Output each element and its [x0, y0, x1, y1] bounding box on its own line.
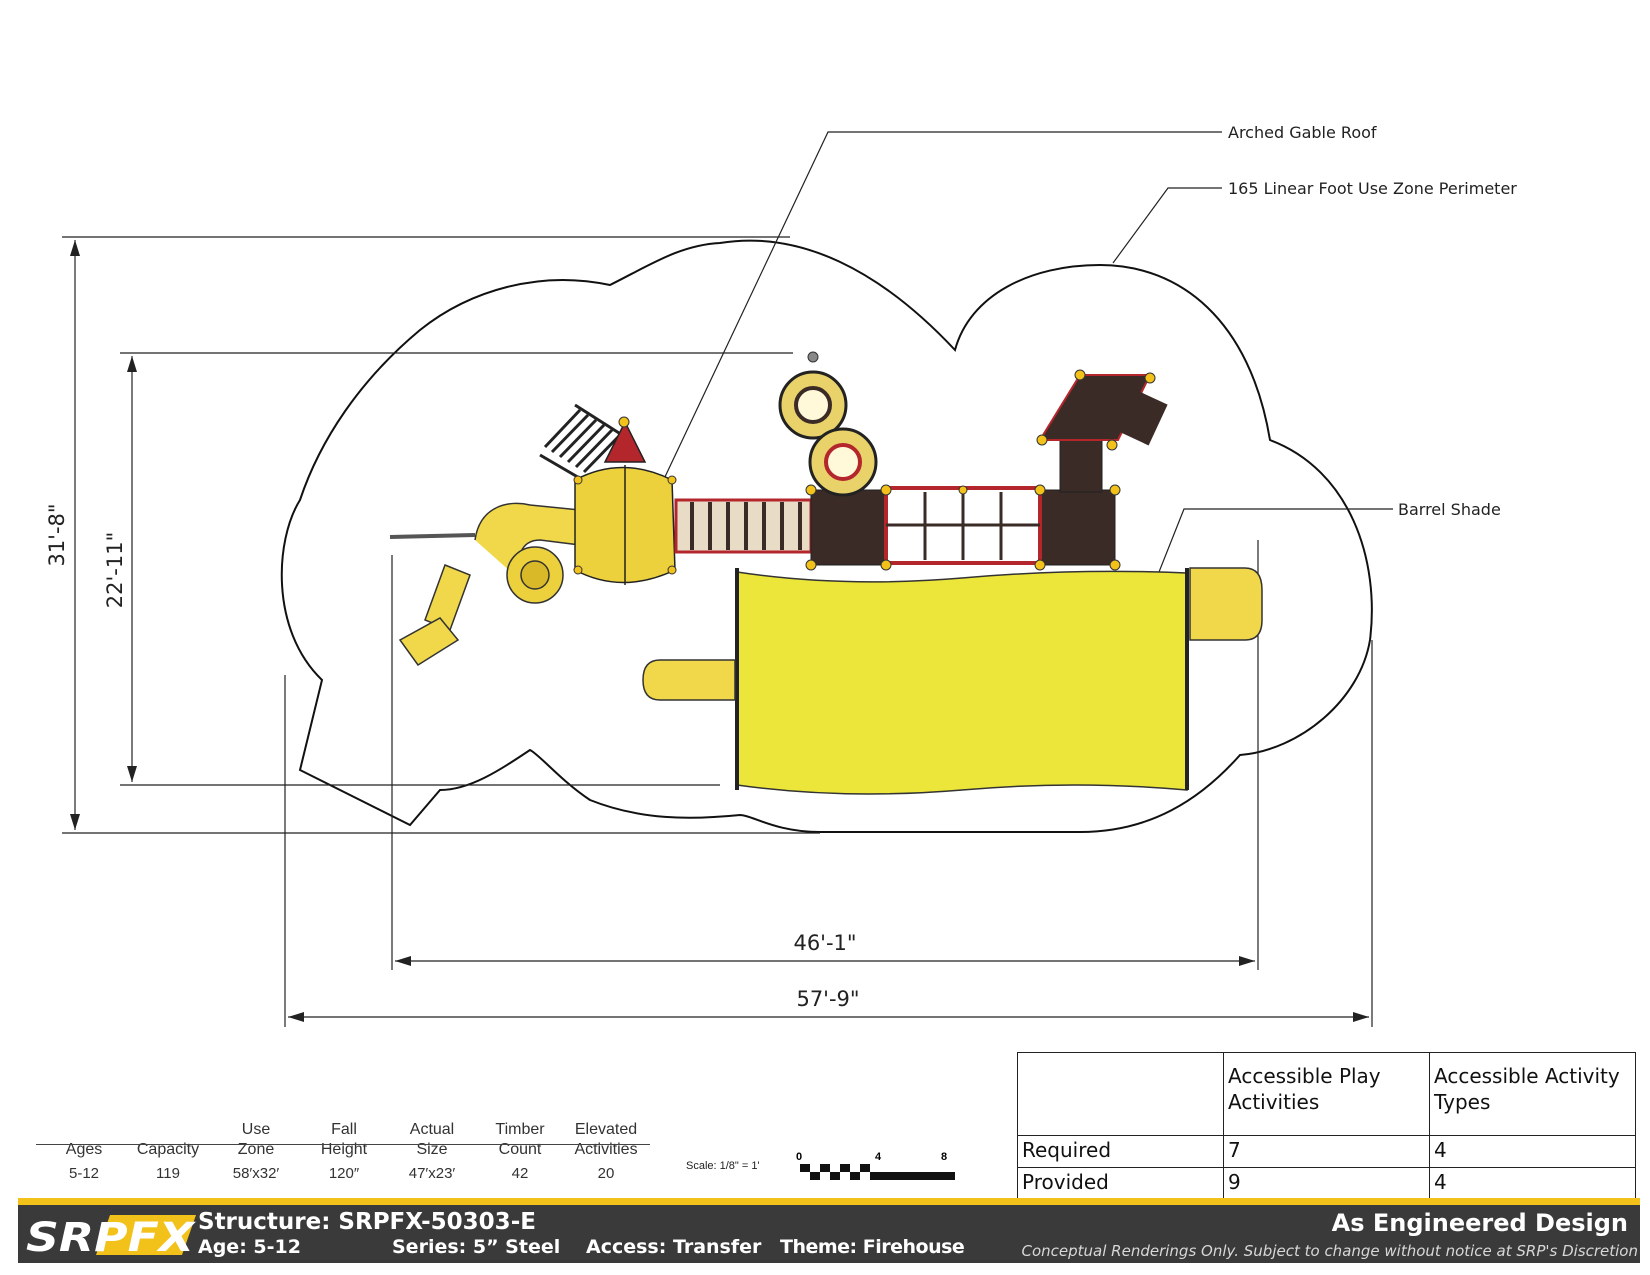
- scale-tick-0: 0: [796, 1151, 802, 1163]
- stat-actual-size: Actual Size 47′x23′: [388, 1100, 476, 1182]
- access-corner-cell: [1017, 1052, 1224, 1136]
- stat-value: 42: [511, 1165, 529, 1182]
- stat-timber-count: Timber Count 42: [476, 1100, 564, 1182]
- scale-bar: 0 4 8: [796, 1151, 955, 1180]
- footer-series: Series: 5” Steel: [392, 1236, 561, 1258]
- stat-ages: Ages 5-12: [40, 1100, 128, 1182]
- access-row-label: Required: [1017, 1135, 1224, 1168]
- access-row-provided: Provided 9 4: [1017, 1167, 1636, 1200]
- callout-use-zone-perimeter: 165 Linear Foot Use Zone Perimeter: [1228, 179, 1517, 198]
- footer-structure: Structure: SRPFX-50303-E: [198, 1209, 536, 1235]
- logo-text: SRPFX: [26, 1215, 196, 1261]
- callout-leaders: [645, 131, 1393, 646]
- footer-bar: SRPFX Structure: SRPFX-50303-E Age: 5-12…: [18, 1205, 1640, 1263]
- side-slide-left: [642, 659, 736, 701]
- access-cell: 7: [1223, 1135, 1430, 1168]
- dim-structure-height: 22'-11": [103, 532, 127, 608]
- stat-value: 120″: [328, 1165, 360, 1182]
- footer-age: Age: 5-12: [198, 1236, 301, 1258]
- deck-right: [1039, 489, 1116, 566]
- footer-design-status: As Engineered Design: [1331, 1209, 1628, 1237]
- scale-tick-4: 4: [875, 1151, 882, 1163]
- playground-plan-drawing: 31'-8" 22'-11" 46'-1" 57'-9" Arched Gabl…: [45, 123, 1517, 1027]
- stat-header: Elevated Activities: [574, 1121, 638, 1158]
- dimension-lines: [62, 236, 1373, 1027]
- callout-arched-gable-roof: Arched Gable Roof: [1228, 123, 1377, 142]
- dim-structure-width: 46'-1": [793, 931, 856, 955]
- stat-value: 5-12: [68, 1165, 100, 1182]
- srpfx-logo: SRPFX: [26, 1215, 196, 1261]
- stat-header: Use Zone: [237, 1121, 275, 1158]
- stat-value: 47′x23′: [408, 1165, 456, 1182]
- playground-structure: [389, 351, 1263, 795]
- access-row-required: Required 7 4: [1017, 1135, 1636, 1168]
- bridge: [674, 498, 813, 554]
- deck-left: [810, 489, 887, 566]
- scale-label: Scale: 1/8" = 1': [686, 1160, 760, 1172]
- stat-header: Actual Size: [409, 1121, 455, 1158]
- side-slide-right: [1189, 567, 1263, 641]
- access-row-label: Provided: [1017, 1167, 1224, 1200]
- stats-divider: [36, 1144, 650, 1145]
- barrel-shade: [736, 570, 1188, 795]
- dim-use-zone-height: 31'-8": [45, 503, 69, 566]
- footer-theme: Theme: Firehouse: [780, 1236, 965, 1258]
- dim-use-zone-width: 57'-9": [796, 987, 859, 1011]
- footer-disclaimer: Conceptual Renderings Only. Subject to c…: [1021, 1242, 1638, 1260]
- access-cell: 4: [1429, 1135, 1636, 1168]
- stat-use-zone: Use Zone 58′x32′: [212, 1100, 300, 1182]
- stat-value: 119: [156, 1165, 180, 1182]
- accessibility-table: Accessible Play Activities Accessible Ac…: [1017, 1052, 1636, 1200]
- scale-tick-8: 8: [941, 1151, 947, 1163]
- stat-header: Ages: [65, 1141, 103, 1158]
- stat-elevated-activities: Elevated Activities 20: [562, 1100, 650, 1182]
- access-header-play-activities: Accessible Play Activities: [1223, 1052, 1430, 1136]
- tube-slide: [398, 502, 581, 667]
- stat-value: 20: [597, 1165, 615, 1182]
- stat-capacity: Capacity 119: [124, 1100, 212, 1182]
- stat-header: Capacity: [136, 1141, 200, 1158]
- stat-header: Fall Height: [320, 1121, 368, 1158]
- stat-header: Timber Count: [495, 1121, 545, 1158]
- access-cell: 4: [1429, 1167, 1636, 1200]
- access-header-activity-types: Accessible Activity Types: [1429, 1052, 1636, 1136]
- stat-value: 58′x32′: [232, 1165, 280, 1182]
- footer-accent-band: [18, 1198, 1640, 1205]
- use-zone-perimeter: [280, 239, 1373, 833]
- dimension-arrows: [70, 240, 1369, 1022]
- footer-access: Access: Transfer: [586, 1236, 762, 1258]
- callout-barrel-shade: Barrel Shade: [1398, 500, 1501, 519]
- access-cell: 9: [1223, 1167, 1430, 1200]
- stat-fall-height: Fall Height 120″: [300, 1100, 388, 1182]
